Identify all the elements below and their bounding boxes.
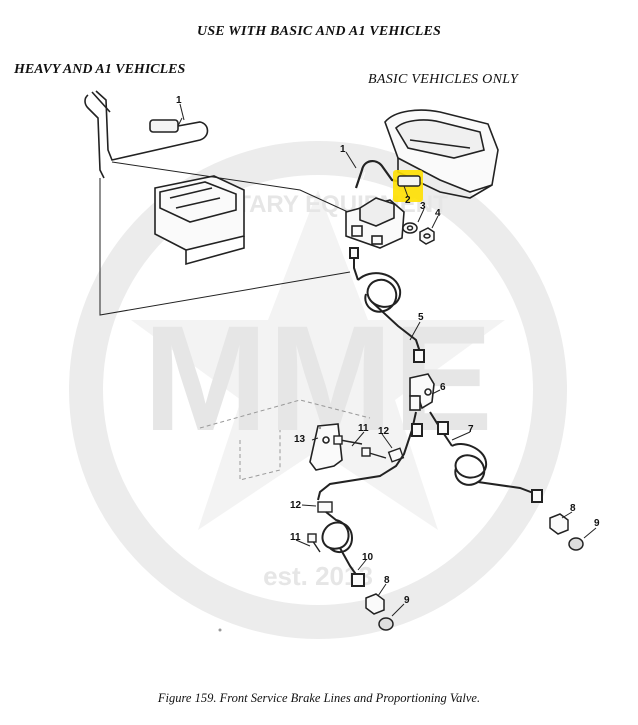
figure-caption: Figure 159. Front Service Brake Lines an… [157,691,481,705]
callout-5: 5 [418,312,424,323]
callout-3: 3 [420,201,426,212]
callout-1-basic: 1 [340,144,346,155]
page-title: USE WITH BASIC AND A1 VEHICLES [197,24,441,39]
master-cylinder-basic [384,109,499,199]
bolts-11 [307,435,387,553]
brake-line-5 [349,247,425,363]
stray-marks [218,426,322,632]
nut-4 [419,227,435,245]
fitting-2-highlighted [393,170,423,202]
brake-line-heavy [95,90,209,161]
heavy-vehicle-inset [84,90,245,266]
frame-rail [199,399,371,481]
callout-9-left: 9 [404,595,410,606]
callout-1-heavy: 1 [176,95,182,106]
callout-8-left: 8 [384,575,390,586]
callout-numbers: 1 1 2 3 4 5 6 7 8 8 9 9 10 11 11 12 12 1… [176,95,600,606]
callout-leaders [179,103,597,617]
heavy-vehicles-label: HEAVY AND A1 VEHICLES [14,62,186,77]
callout-2: 2 [405,195,411,206]
callout-10: 10 [362,552,374,563]
cap-9-left [378,617,394,631]
callout-12-lower: 12 [290,500,302,511]
tee-fitting-6 [409,373,435,411]
callout-6: 6 [440,382,446,393]
callout-13: 13 [294,434,306,445]
master-cylinder-heavy [154,175,245,251]
washer-3 [402,222,418,234]
brake-line-10 [317,411,423,587]
brake-line-7 [429,411,543,503]
fitting-8-right [549,513,569,535]
brake-line-1 [354,160,411,191]
callout-9-right: 9 [594,518,600,529]
clips-12 [317,447,405,513]
callout-12-upper: 12 [378,426,390,437]
callout-7: 7 [468,424,474,435]
fitting-heavy [149,119,179,133]
callout-4: 4 [435,208,441,219]
callout-11-upper: 11 [358,423,369,434]
brake-line-loop-heavy [84,94,105,179]
inset-leader-lines [99,117,351,316]
callout-8-right: 8 [570,503,576,514]
proportioning-valve [345,197,405,249]
fitting-8-left [365,593,385,615]
cap-9-right [568,537,584,551]
callout-11-lower: 11 [290,532,301,543]
basic-vehicles-label: BASIC VEHICLES ONLY [368,72,519,87]
